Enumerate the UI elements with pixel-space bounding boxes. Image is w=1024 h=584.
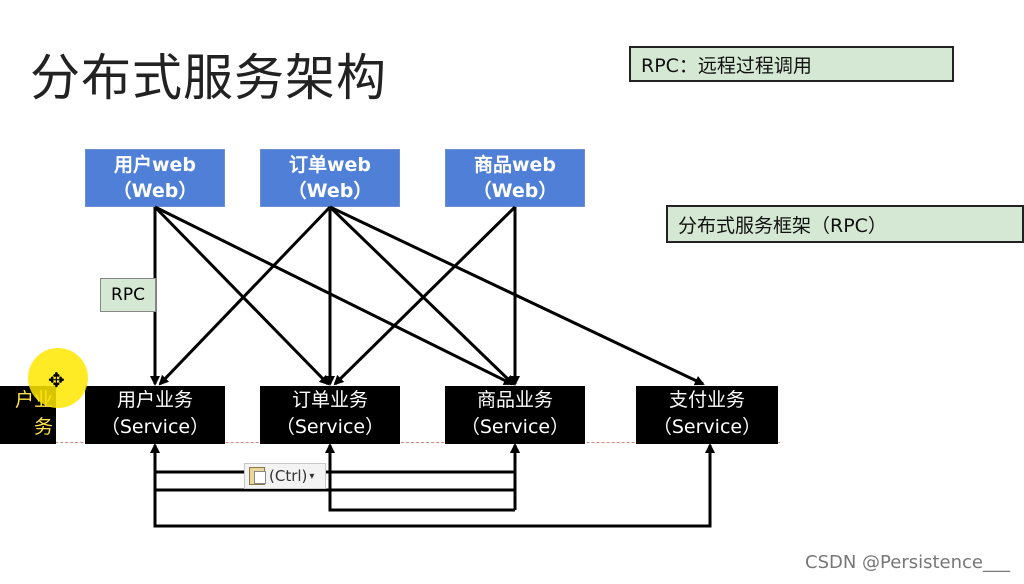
edge-user-web-to-product-service [154, 205, 514, 386]
service-node-order-subtitle: （Service） [275, 416, 385, 438]
service-node-order: 订单业务 （Service） [260, 386, 400, 444]
edge-product-web-to-order-service [333, 205, 517, 386]
service-node-product-subtitle: （Service） [460, 416, 570, 438]
edge-order-web-to-product-service [328, 205, 515, 386]
bottom-link-3 [328, 445, 515, 512]
web-node-user-subtitle: （Web） [112, 180, 198, 202]
bottom-link-1 [153, 443, 520, 474]
web-node-order-subtitle: （Web） [287, 180, 373, 202]
service-node-payment: 支付业务 （Service） [636, 386, 778, 444]
paste-options-label: (Ctrl) [269, 467, 308, 485]
web-node-order: 订单web （Web） [260, 149, 400, 207]
move-cursor-icon: ✥ [48, 368, 65, 392]
web-node-order-title: 订单web [288, 154, 372, 176]
web-node-user: 用户web （Web） [85, 149, 225, 207]
service-node-product: 商品业务 （Service） [445, 386, 585, 444]
paste-options-button[interactable]: (Ctrl) ▾ [244, 463, 326, 489]
cursor-highlight [28, 348, 88, 408]
page-title: 分布式服务架构 [30, 49, 387, 107]
service-node-product-title: 商品业务 [476, 389, 553, 411]
service-node-user-title: 用户业务 [116, 389, 193, 411]
bottom-link-4 [153, 443, 715, 528]
clipboard-icon [249, 467, 266, 485]
web-node-product-subtitle: （Web） [472, 180, 558, 202]
framework-note: 分布式服务框架（RPC） [666, 205, 1024, 243]
service-node-payment-title: 支付业务 [668, 389, 745, 411]
watermark: CSDN @Persistence___ [805, 552, 1010, 573]
web-node-user-title: 用户web [113, 154, 197, 176]
service-node-user: 用户业务 （Service） [85, 386, 225, 444]
edge-order-web-to-user-service [158, 205, 332, 386]
web-node-product-title: 商品web [473, 154, 557, 176]
service-node-order-title: 订单业务 [291, 389, 368, 411]
rpc-definition-note: RPC：远程过程调用 [629, 46, 954, 82]
service-node-partial-subtitle: rvice） [0, 443, 66, 465]
service-node-user-subtitle: （Service） [100, 416, 210, 438]
rpc-label: RPC [100, 278, 156, 312]
web-node-product: 商品web （Web） [445, 149, 585, 207]
dropdown-arrow-icon: ▾ [309, 470, 315, 482]
service-node-payment-subtitle: （Service） [652, 416, 762, 438]
edge-user-web-to-order-service [153, 205, 330, 386]
